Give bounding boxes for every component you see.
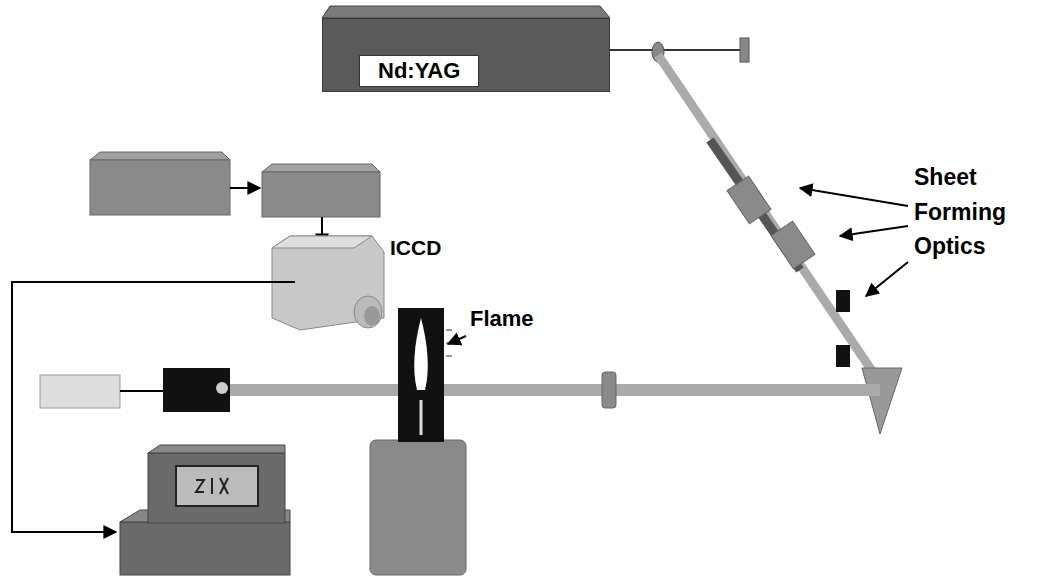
flame-shape (414, 318, 428, 390)
leader-line (448, 336, 466, 344)
leader-line (866, 262, 908, 296)
box-top (90, 152, 230, 160)
leader-line (800, 188, 908, 206)
part-label: ICCD (390, 232, 441, 264)
laser-beam (610, 49, 742, 51)
diagonal-beam (658, 55, 885, 390)
detector-window (216, 382, 228, 394)
computer-case (120, 522, 290, 575)
prism (862, 368, 902, 434)
photodiode (40, 375, 120, 408)
spherical-lens (771, 221, 815, 269)
monitor (148, 453, 285, 523)
laser-label: Nd:YAG (359, 55, 479, 87)
monitor-top (148, 445, 285, 453)
lens (602, 372, 616, 408)
burner-base (370, 440, 466, 575)
beam-dump (740, 38, 749, 62)
camera-lens-inner (364, 306, 380, 326)
pulse-generator (90, 160, 230, 215)
data-cable (12, 282, 295, 532)
box-top (262, 164, 380, 172)
trigger-arrow (230, 187, 260, 189)
screen (176, 466, 258, 506)
camera-lens (354, 296, 382, 328)
leader-line (840, 226, 908, 236)
slit-bottom (836, 345, 850, 367)
tick (446, 330, 452, 331)
wire (120, 390, 163, 392)
laser-top (322, 6, 610, 18)
camera-top (272, 236, 372, 248)
cylindrical-lens (727, 176, 771, 224)
tick (446, 356, 452, 357)
controller (262, 172, 380, 217)
part-label: Flame (470, 302, 534, 335)
laser-housing: Nd:YAG (322, 18, 610, 92)
horizontal-beam (215, 384, 880, 396)
slit-top (836, 290, 850, 312)
screen-image (196, 478, 228, 494)
optics-label: Sheet Forming Optics (914, 160, 1042, 264)
detector (163, 368, 230, 412)
fuel-tube (420, 400, 423, 435)
burner (398, 308, 444, 442)
